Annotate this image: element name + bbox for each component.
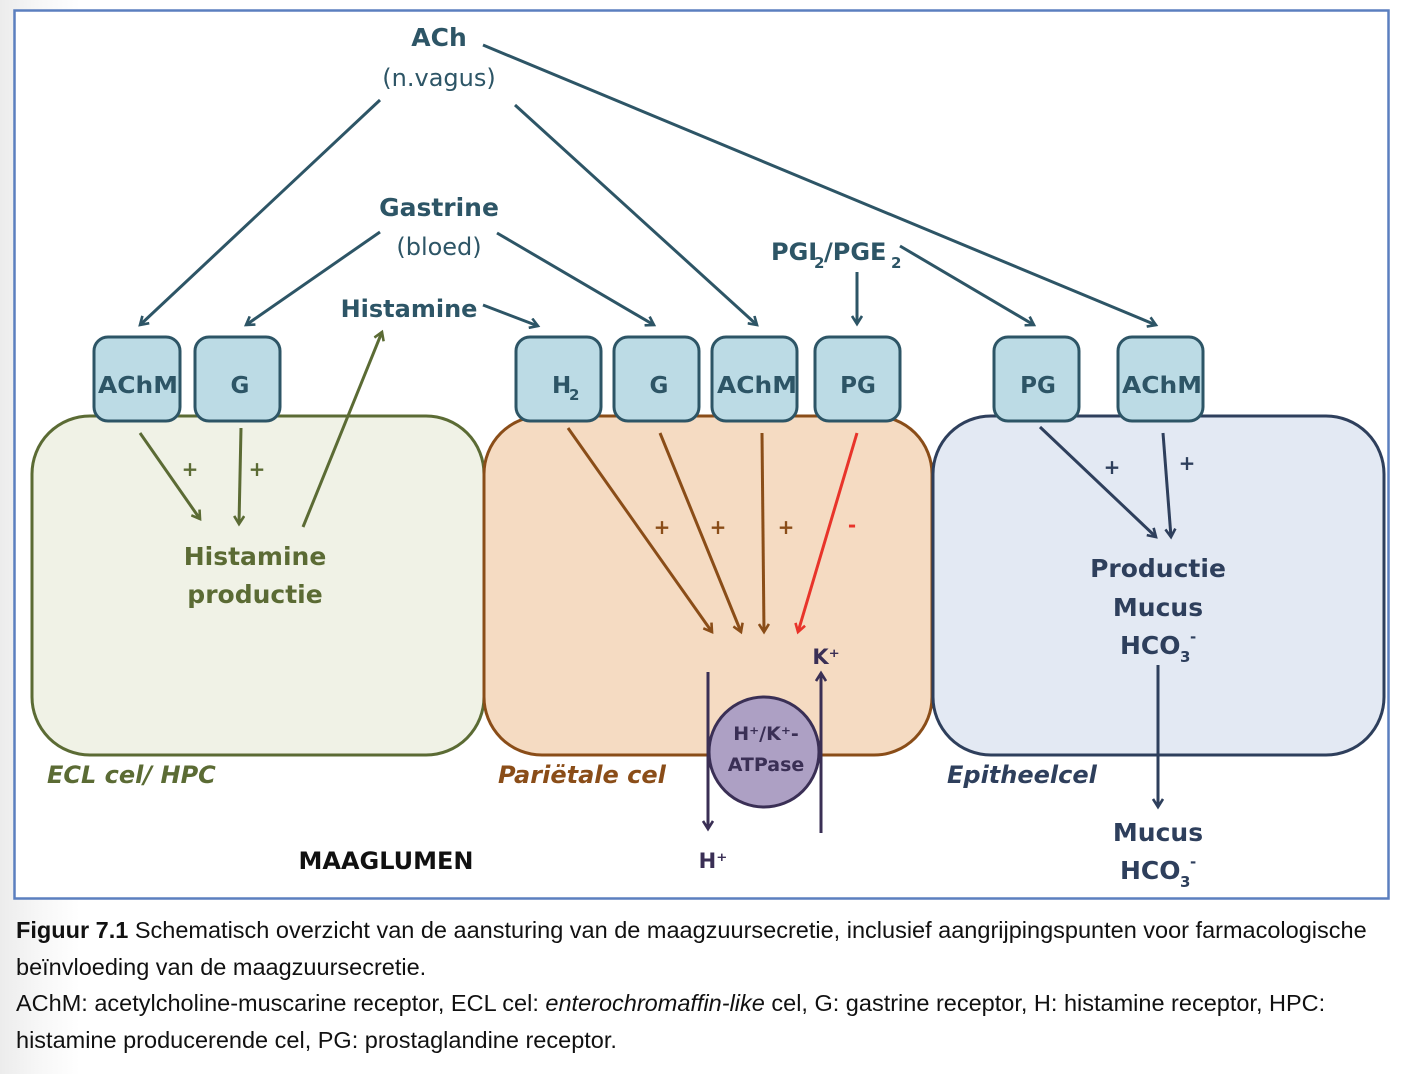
svg-text:AChM: AChM (98, 373, 178, 399)
svg-text:AChM: AChM (1122, 373, 1202, 399)
svg-text:-: - (1190, 853, 1196, 871)
arrow-ach-to-epithelial-achm (482, 43, 1156, 325)
epi-output-line1: Mucus (1113, 818, 1203, 847)
caption-legend-italic: enterochromaffin-like (545, 990, 765, 1016)
gastrine-label: Gastrine (379, 193, 499, 222)
parietal-g-plus-sign: + (710, 515, 727, 539)
svg-text:3: 3 (1180, 648, 1190, 666)
svg-text:G: G (650, 373, 669, 399)
figure-number: Figuur 7.1 (16, 917, 129, 943)
receptor-parietal-achm: AChM (710, 335, 799, 423)
ecl-product-line1: Histamine (184, 542, 327, 571)
epi-product-line1: Productie (1090, 554, 1226, 583)
arrow-ecl-g-effect (239, 427, 241, 524)
svg-text:/PGE: /PGE (824, 238, 886, 266)
arrow-epi-achm-effect (1161, 432, 1171, 537)
arrow-histamine-release (301, 332, 382, 528)
ecl-achm-plus-sign: + (182, 457, 199, 481)
pump-label-line1: H⁺/K⁺- (733, 723, 799, 745)
arrow-parietal-pg-inhibit (798, 432, 859, 632)
caption-legend-part2: cel, G: gastrine receptor, H: histamine … (16, 990, 1326, 1053)
ach-source-label: (n.vagus) (382, 64, 495, 92)
epithelial-cell-label: Epitheelcel (947, 761, 1098, 789)
receptor-parietal-h2: H 2 (514, 335, 603, 423)
receptor-parietal-g: G (612, 335, 701, 423)
parietal-achm-plus-sign: + (778, 515, 795, 539)
arrow-epi-pg-effect (1038, 425, 1156, 537)
epi-product-line3: HCO 3 - (1120, 628, 1196, 666)
k-ion-label: K⁺ (812, 645, 839, 669)
svg-text:G: G (231, 373, 250, 399)
arrow-parietal-h2-effect (566, 427, 712, 632)
ach-label: ACh (411, 23, 467, 52)
prostaglandin-label: PGI 2 /PGE 2 (771, 238, 901, 272)
arrow-gastrine-to-parietal-g (496, 231, 654, 325)
epi-output-line2: HCO 3 - (1120, 853, 1196, 891)
pump-label-line2: ATPase (728, 754, 805, 776)
arrow-parietal-achm-effect (762, 432, 764, 632)
arrow-histamine-to-h2 (482, 303, 538, 326)
receptor-epithelial-achm: AChM (1116, 335, 1205, 423)
svg-text:3: 3 (1180, 873, 1190, 891)
receptor-epithelial-pg: PG (992, 335, 1081, 423)
svg-text:HCO: HCO (1120, 856, 1181, 885)
histamine-label: Histamine (341, 295, 478, 323)
svg-text:PG: PG (840, 373, 876, 399)
parietal-pg-minus-sign: - (848, 513, 856, 537)
proton-pump (707, 695, 821, 809)
ecl-cell-label: ECL cel/ HPC (47, 761, 216, 789)
svg-text:2: 2 (814, 254, 824, 272)
parietal-h2-plus-sign: + (654, 515, 671, 539)
gastric-acid-secretion-diagram: AChM G H 2 G AChM PG PG AChM ACh (n.vagu… (13, 9, 1390, 900)
arrow-ecl-achm-effect (138, 432, 200, 519)
epi-achm-plus-sign: + (1179, 451, 1196, 475)
parietal-cell-label: Pariëtale cel (498, 761, 667, 789)
receptor-parietal-pg: PG (813, 335, 902, 423)
arrow-ach-to-parietal-achm (513, 103, 757, 325)
figure-caption: Figuur 7.1 Schematisch overzicht van de … (16, 912, 1406, 1058)
h-ion-label: H⁺ (699, 849, 728, 873)
caption-legend-part1: AChM: acetylcholine-muscarine receptor, … (16, 990, 546, 1016)
svg-text:HCO: HCO (1120, 631, 1181, 660)
receptor-ecl-achm: AChM (92, 335, 182, 423)
svg-text:AChM: AChM (717, 373, 797, 399)
ecl-g-plus-sign: + (249, 457, 266, 481)
svg-text:PGI: PGI (771, 238, 817, 266)
svg-text:H: H (552, 373, 571, 399)
lumen-label: MAAGLUMEN (298, 847, 473, 875)
ecl-product-line2: productie (187, 580, 322, 609)
arrow-ach-to-ecl-achm (140, 98, 382, 325)
svg-text:2: 2 (891, 254, 901, 272)
svg-text:-: - (1190, 628, 1196, 646)
caption-description: Schematisch overzicht van de aansturing … (16, 917, 1367, 980)
svg-text:PG: PG (1020, 373, 1056, 399)
epi-product-line2: Mucus (1113, 593, 1203, 622)
arrow-parietal-g-effect (658, 432, 741, 632)
gastrine-source-label: (bloed) (396, 233, 481, 261)
svg-text:2: 2 (569, 386, 579, 404)
receptor-ecl-g: G (193, 335, 282, 423)
arrow-gastrine-to-ecl-g (246, 230, 381, 325)
epi-pg-plus-sign: + (1104, 455, 1121, 479)
arrow-pg-to-epithelial-pg (899, 244, 1034, 325)
